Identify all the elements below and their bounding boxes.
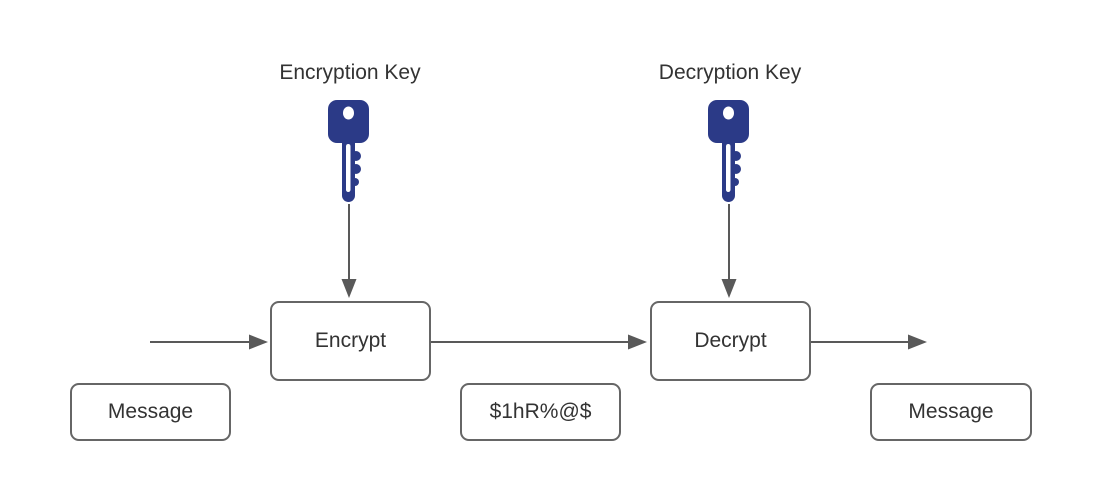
key-icon [708, 100, 749, 202]
message-output-box: Message [870, 383, 1032, 441]
decrypt-box: Decrypt [650, 301, 811, 381]
encrypt-box-label: Encrypt [314, 329, 387, 352]
arrow-encryption-key-to-encrypt [341, 204, 357, 298]
arrow-input-to-encrypt [150, 334, 268, 350]
key-icon [328, 100, 369, 202]
message-input-label: Message [107, 400, 194, 423]
ciphertext-label: $1hR%@$ [489, 400, 592, 423]
encrypt-box: Encrypt [270, 301, 431, 381]
encryption-key-label: Encryption Key [279, 61, 421, 84]
message-input-box: Message [70, 383, 231, 441]
decryption-key-label: Decryption Key [658, 61, 802, 84]
arrow-encrypt-to-decrypt [431, 334, 647, 350]
message-output-label: Message [908, 400, 994, 423]
ciphertext-box: $1hR%@$ [460, 383, 621, 441]
arrow-decryption-key-to-decrypt [721, 204, 737, 298]
decrypt-box-label: Decrypt [694, 329, 767, 352]
arrow-decrypt-to-output [811, 334, 927, 350]
